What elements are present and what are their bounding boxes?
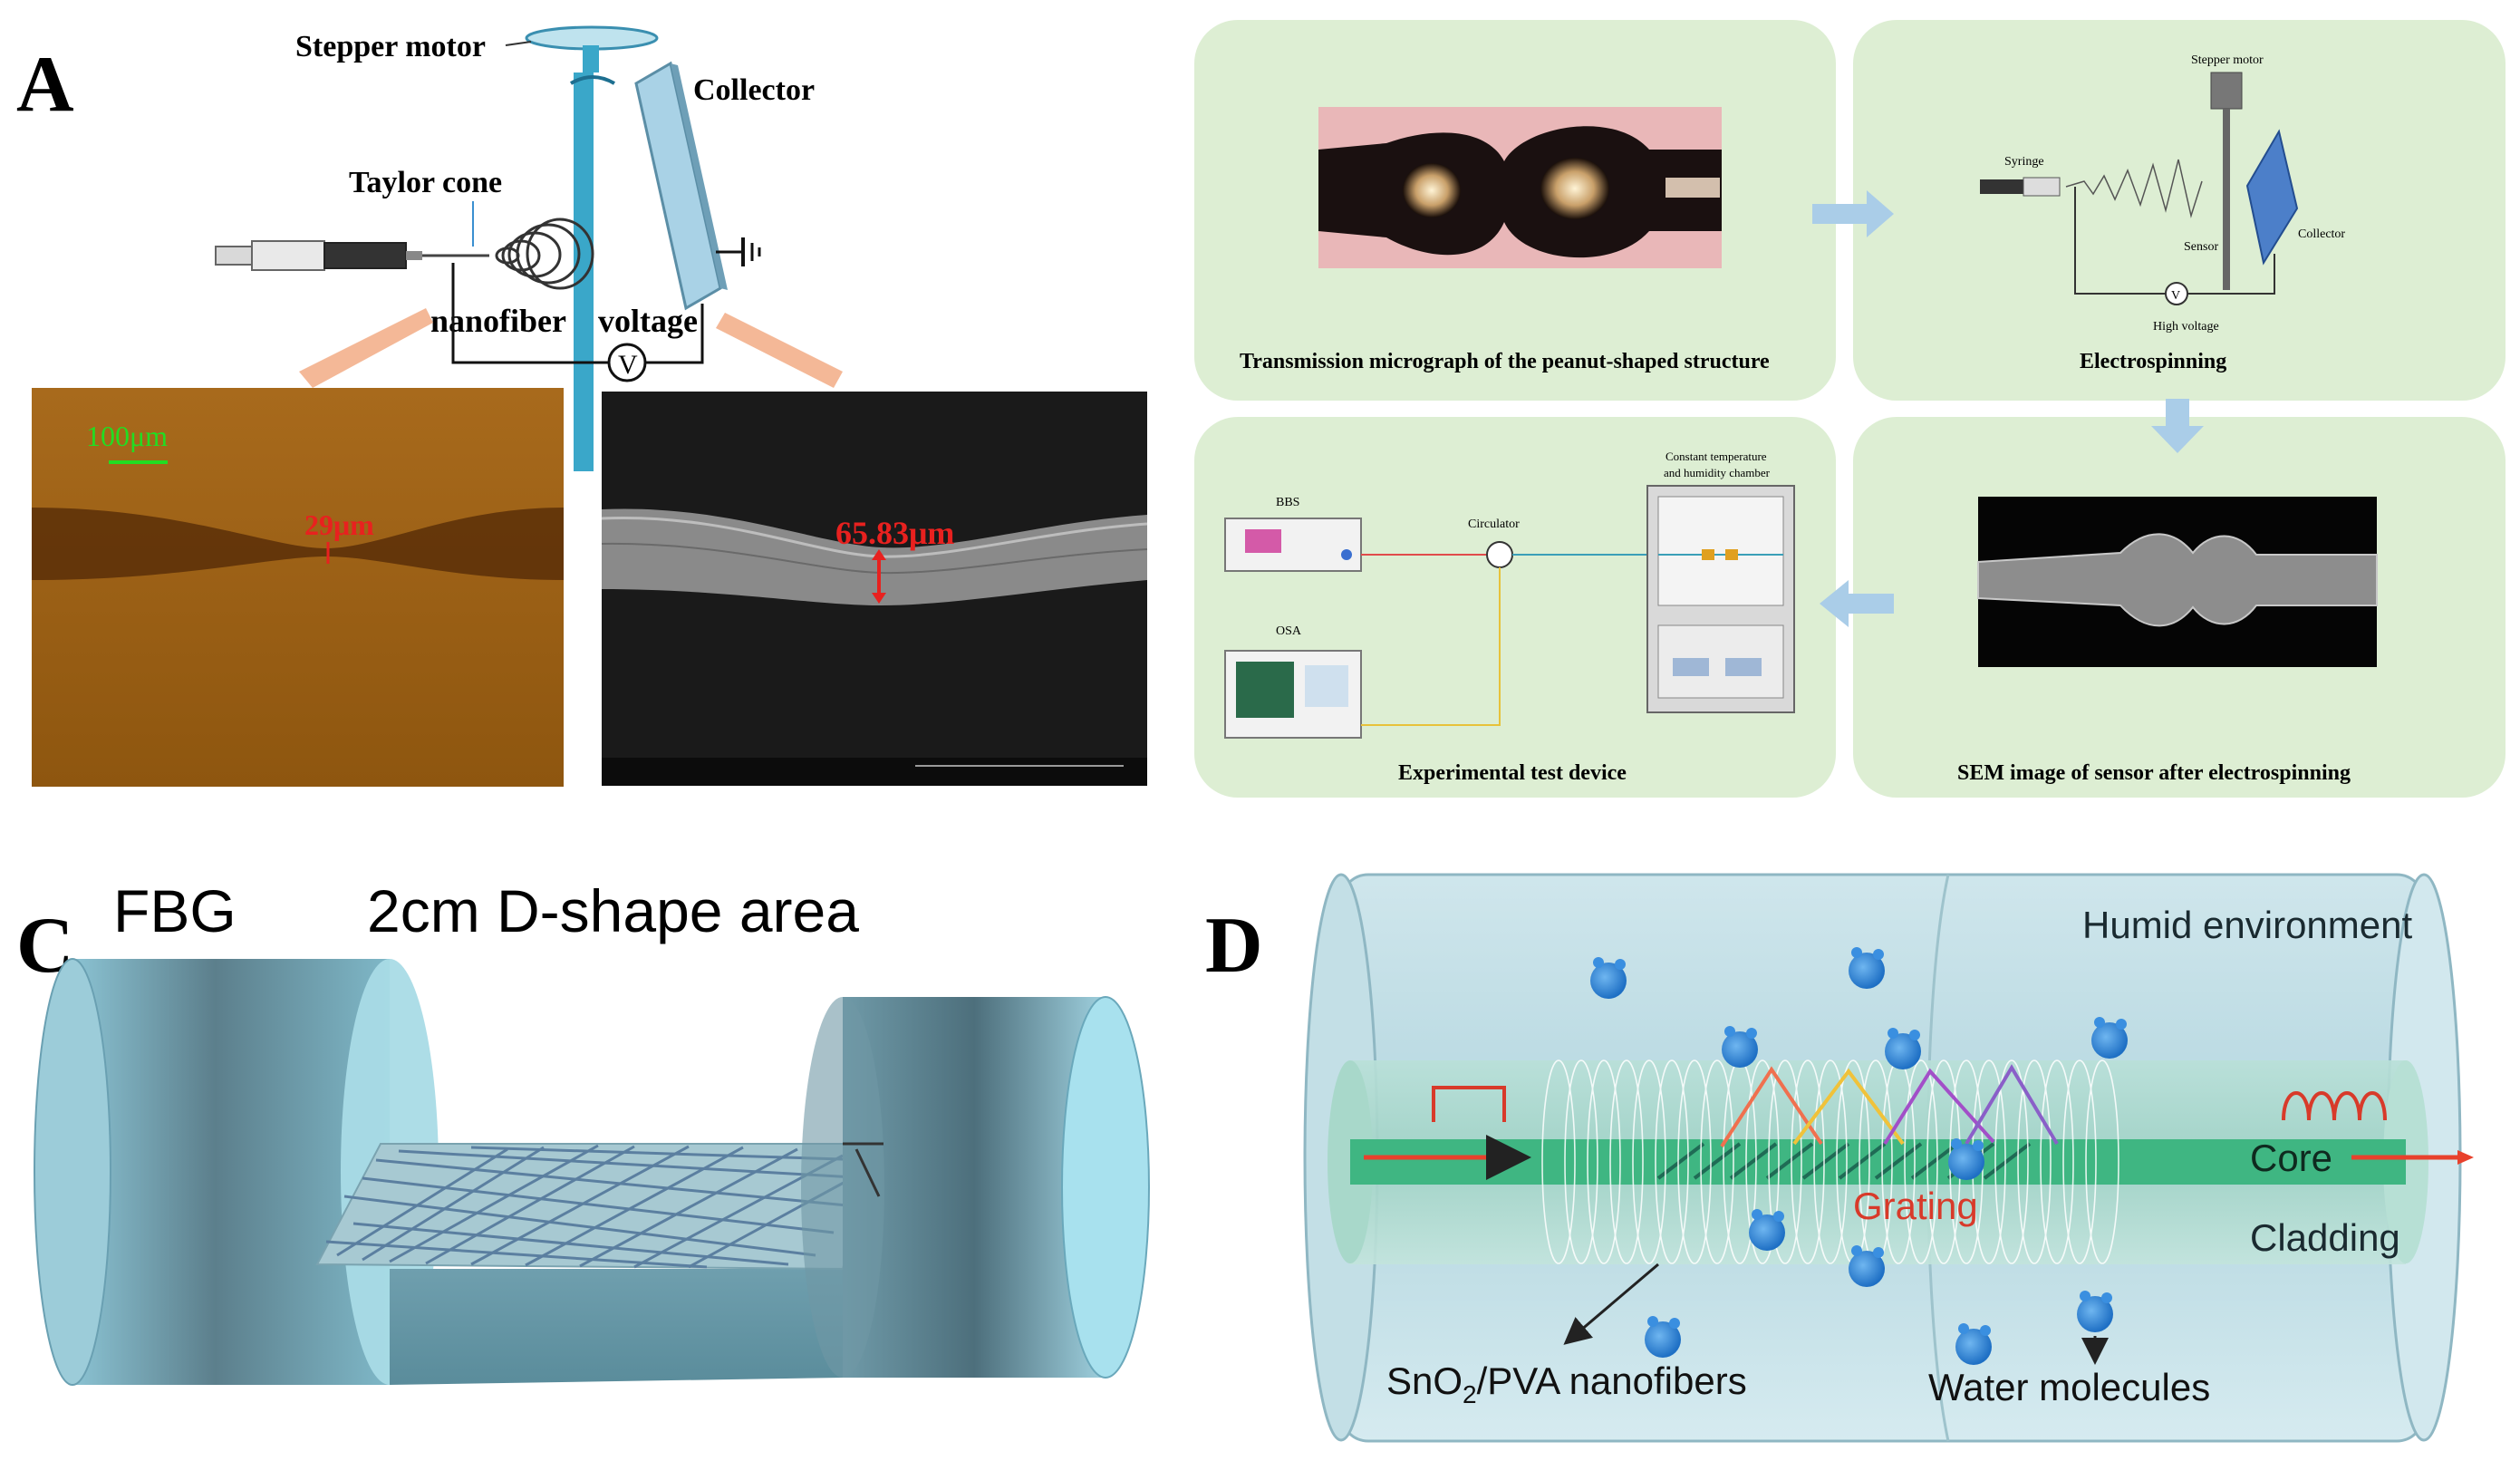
- b-arrow-down-icon: [2151, 399, 2204, 453]
- water-molecule-icon: [1722, 1026, 1758, 1068]
- water-molecule-icon: [1849, 1245, 1885, 1287]
- d-nanofibers-pointer: [1563, 1263, 1659, 1345]
- c-nanofiber-mesh: [325, 1144, 871, 1269]
- a-stepper-motor-label: Stepper motor: [295, 30, 486, 63]
- panel-d-letter: D: [1205, 902, 1263, 990]
- c-fbg-label: FBG: [113, 877, 237, 944]
- d-water-label: Water molecules: [1928, 1366, 2210, 1408]
- b-es-syringe-label: Syringe: [2004, 155, 2044, 169]
- b-chamber-label-2: and humidity chamber: [1664, 466, 1771, 479]
- b-es-stepper-label: Stepper motor: [2191, 53, 2264, 67]
- c-left-cylinder: [72, 959, 390, 1385]
- a-left-measurement: 29μm: [304, 508, 374, 541]
- b-caption-transmission: Transmission micrograph of the peanut-sh…: [1240, 350, 1770, 373]
- d-ray-violet: [1965, 1064, 2059, 1146]
- b-es-high-voltage-label: High voltage: [2153, 320, 2219, 334]
- water-molecule-icon: [1885, 1028, 1921, 1069]
- b-circulator-label: Circulator: [1468, 518, 1520, 531]
- b-test-device-schematic: BBS OSA Circulator Constant temperature …: [1224, 450, 1795, 739]
- water-molecule-icon: [1955, 1323, 1992, 1365]
- b-es-collector-label: Collector: [2298, 227, 2345, 241]
- d-input-spectrum-icon: [1432, 1086, 1506, 1122]
- b-caption-test-device: Experimental test device: [1398, 761, 1627, 785]
- d-ray-purple: [1883, 1068, 1995, 1146]
- panel-c: C FBG 2cm D-shape area: [16, 877, 1150, 1386]
- b-chamber-label-1: Constant temperature: [1666, 450, 1767, 463]
- syringe-icon: [215, 240, 489, 271]
- b-es-voltmeter-label: V: [2171, 289, 2180, 303]
- b-bbs-label: BBS: [1276, 496, 1299, 509]
- c-area-label: 2cm D-shape area: [367, 877, 859, 944]
- d-cladding-label: Cladding: [2250, 1216, 2400, 1259]
- water-molecule-icon: [1645, 1316, 1681, 1358]
- b-arrow-left-icon: [1820, 580, 1894, 627]
- b-circulator-icon: [1486, 541, 1513, 568]
- b-es-sensor-label: Sensor: [2184, 240, 2218, 254]
- a-arrow-left-icon: [299, 308, 433, 388]
- water-molecule-icon: [1948, 1138, 1984, 1180]
- d-output-spectrum-icon: [2282, 1091, 2387, 1121]
- nanofiber-jet-spiral: [495, 218, 594, 290]
- a-sem-micrograph: 65.83μm: [601, 392, 1148, 786]
- collector-rod: [574, 73, 594, 471]
- water-molecule-icon: [1749, 1209, 1785, 1251]
- d-grating-label: Grating: [1853, 1185, 1978, 1227]
- b-tile-electrospinning: [1853, 20, 2506, 401]
- a-nanofiber-label: nanofiber: [430, 303, 566, 339]
- d-core-label: Core: [2250, 1137, 2332, 1179]
- b-arrow-right-icon: [1812, 190, 1894, 237]
- stepper-motor-shaft: [583, 45, 599, 73]
- d-ray-red: [1720, 1066, 1823, 1148]
- a-collector-label: Collector: [693, 73, 815, 107]
- d-water-molecules: [1590, 947, 2128, 1365]
- panel-d: D: [1205, 873, 2474, 1443]
- c-d-shape-trough: [390, 1269, 843, 1385]
- water-molecule-icon: [2077, 1291, 2113, 1332]
- water-molecule-icon: [2091, 1017, 2128, 1059]
- a-arrow-right-icon: [716, 313, 843, 388]
- b-electrospinning-schematic: Stepper motor Collector Syringe Sensor V…: [1980, 53, 2345, 334]
- b-osa-label: OSA: [1276, 624, 1302, 638]
- a-scale-bar-label: 100μm: [86, 420, 168, 452]
- a-voltage-label: voltage: [598, 303, 698, 339]
- water-molecule-icon: [1590, 957, 1627, 999]
- panel-b: B Transmission micrograph of the peanut-…: [1194, 20, 2506, 798]
- a-taylor-cone-label: Taylor cone: [349, 166, 502, 199]
- d-ray-yellow: [1792, 1068, 1905, 1146]
- a-optical-micrograph: 100μm 29μm: [32, 388, 564, 787]
- b-caption-sem: SEM image of sensor after electrospinnin…: [1957, 761, 2351, 785]
- a-right-measurement: 65.83μm: [835, 515, 954, 551]
- b-caption-electrospinning: Electrospinning: [2080, 350, 2226, 373]
- d-nanofibers-label: SnO2/PVA nanofibers: [1386, 1359, 1747, 1408]
- rotation-arrow-icon: [569, 75, 616, 85]
- water-molecule-icon: [1849, 947, 1885, 989]
- panel-a: A Stepper motor Collector Taylor cone: [16, 25, 1148, 787]
- a-voltmeter-label: V: [618, 350, 638, 380]
- d-humid-label: Humid environment: [2082, 904, 2412, 946]
- panel-a-letter: A: [16, 41, 74, 129]
